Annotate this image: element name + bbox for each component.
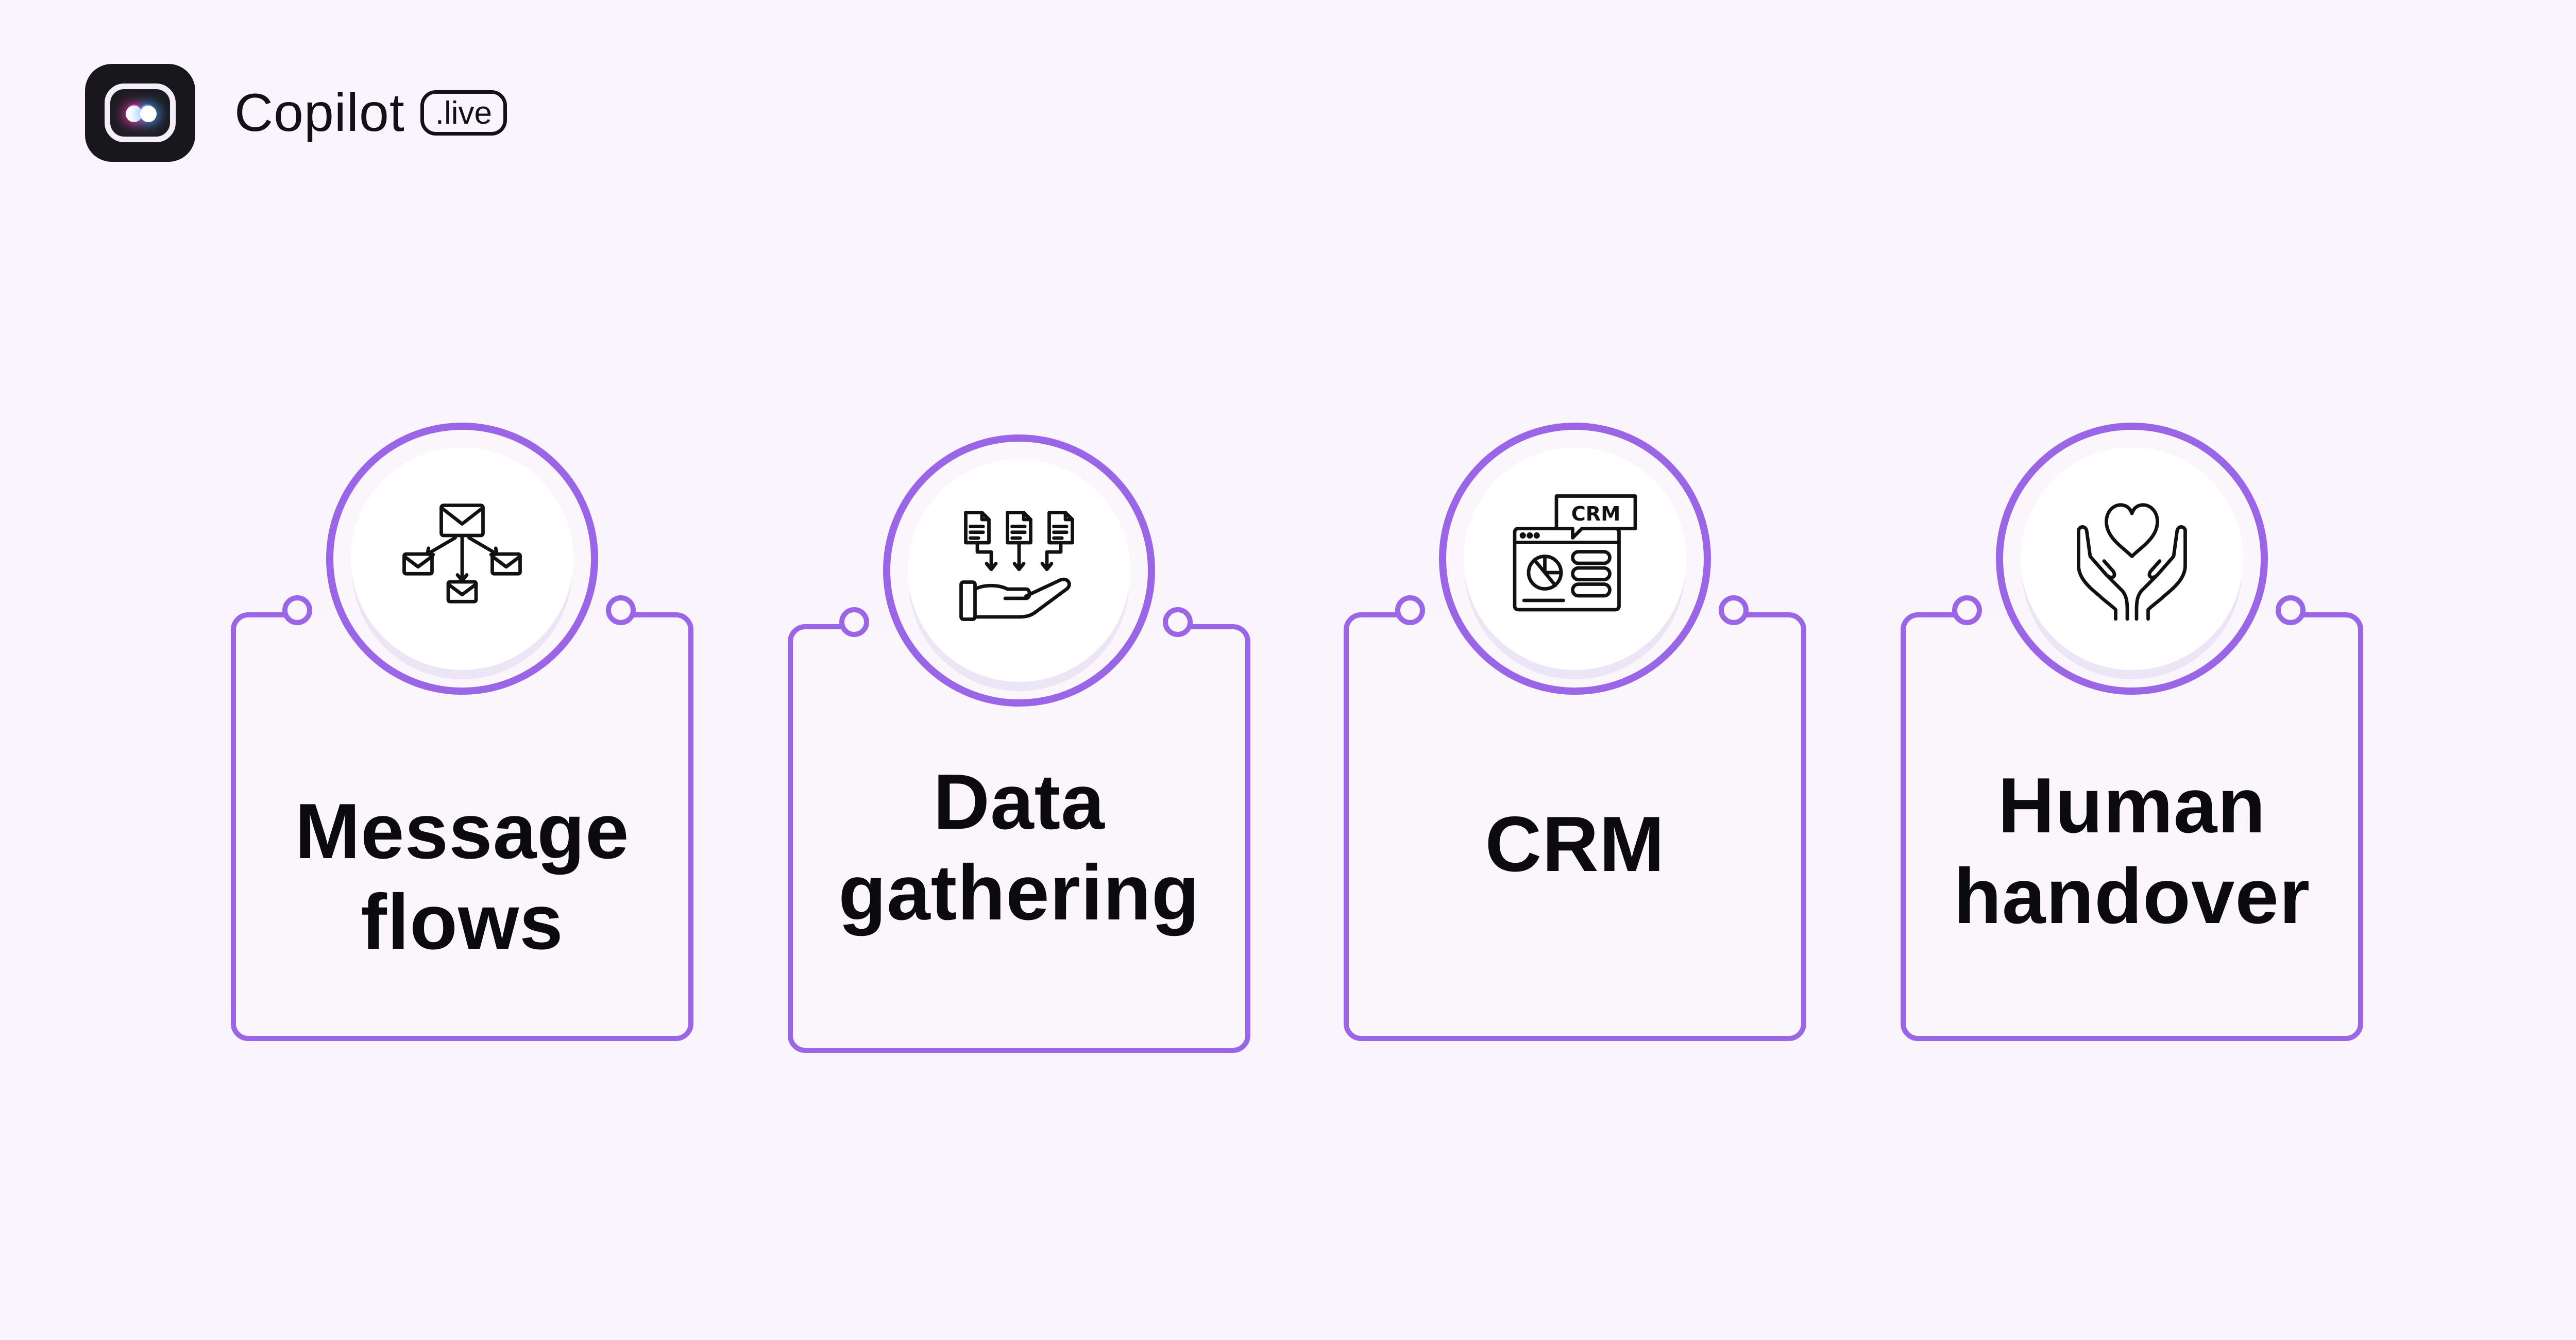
hands-heart-icon <box>2077 503 2187 621</box>
crm-dashboard-icon: CRM <box>1513 494 1637 612</box>
connector-dot <box>1163 607 1193 637</box>
connector-dot <box>282 595 312 625</box>
icon-badge <box>326 423 598 695</box>
connector-dot <box>606 595 636 625</box>
brand-name: Copilot <box>234 83 405 143</box>
feature-label-line1: CRM <box>1485 800 1665 888</box>
feature-label: Human handover <box>1911 760 2353 942</box>
feature-label-line1: Message <box>295 788 630 875</box>
icon-badge <box>1996 423 2268 695</box>
brand-badge: .live <box>420 90 507 136</box>
crm-icon-text: CRM <box>1571 502 1621 526</box>
feature-label: CRM <box>1354 799 1796 890</box>
connector-dot <box>1719 595 1749 625</box>
feature-label-line1: Human <box>1997 762 2266 849</box>
icon-badge <box>883 434 1155 707</box>
icon-badge: CRM <box>1439 423 1711 695</box>
feature-card-human-handover: Human handover <box>1901 423 2363 1041</box>
feature-card-data-gathering: Data gathering <box>788 434 1250 1053</box>
feature-card-crm: CRM CRM <box>1344 423 1806 1041</box>
brand-header: Copilot .live <box>85 64 507 162</box>
feature-label-line2: handover <box>1953 852 2311 940</box>
connector-dot <box>1952 595 1982 625</box>
feature-label: Data gathering <box>798 757 1240 938</box>
feature-card-message-flows: Message flows <box>231 423 693 1041</box>
connector-dot <box>1395 595 1425 625</box>
connector-dot <box>839 607 869 637</box>
connector-dot <box>2276 595 2306 625</box>
feature-label-line1: Data <box>933 758 1105 846</box>
copilot-live-logo-icon <box>85 64 195 162</box>
feature-label-line2: flows <box>361 878 564 966</box>
feature-label-line2: gathering <box>838 849 1200 936</box>
feature-label: Message flows <box>241 786 683 967</box>
message-flow-icon <box>402 504 522 604</box>
data-gathering-icon <box>959 511 1074 621</box>
